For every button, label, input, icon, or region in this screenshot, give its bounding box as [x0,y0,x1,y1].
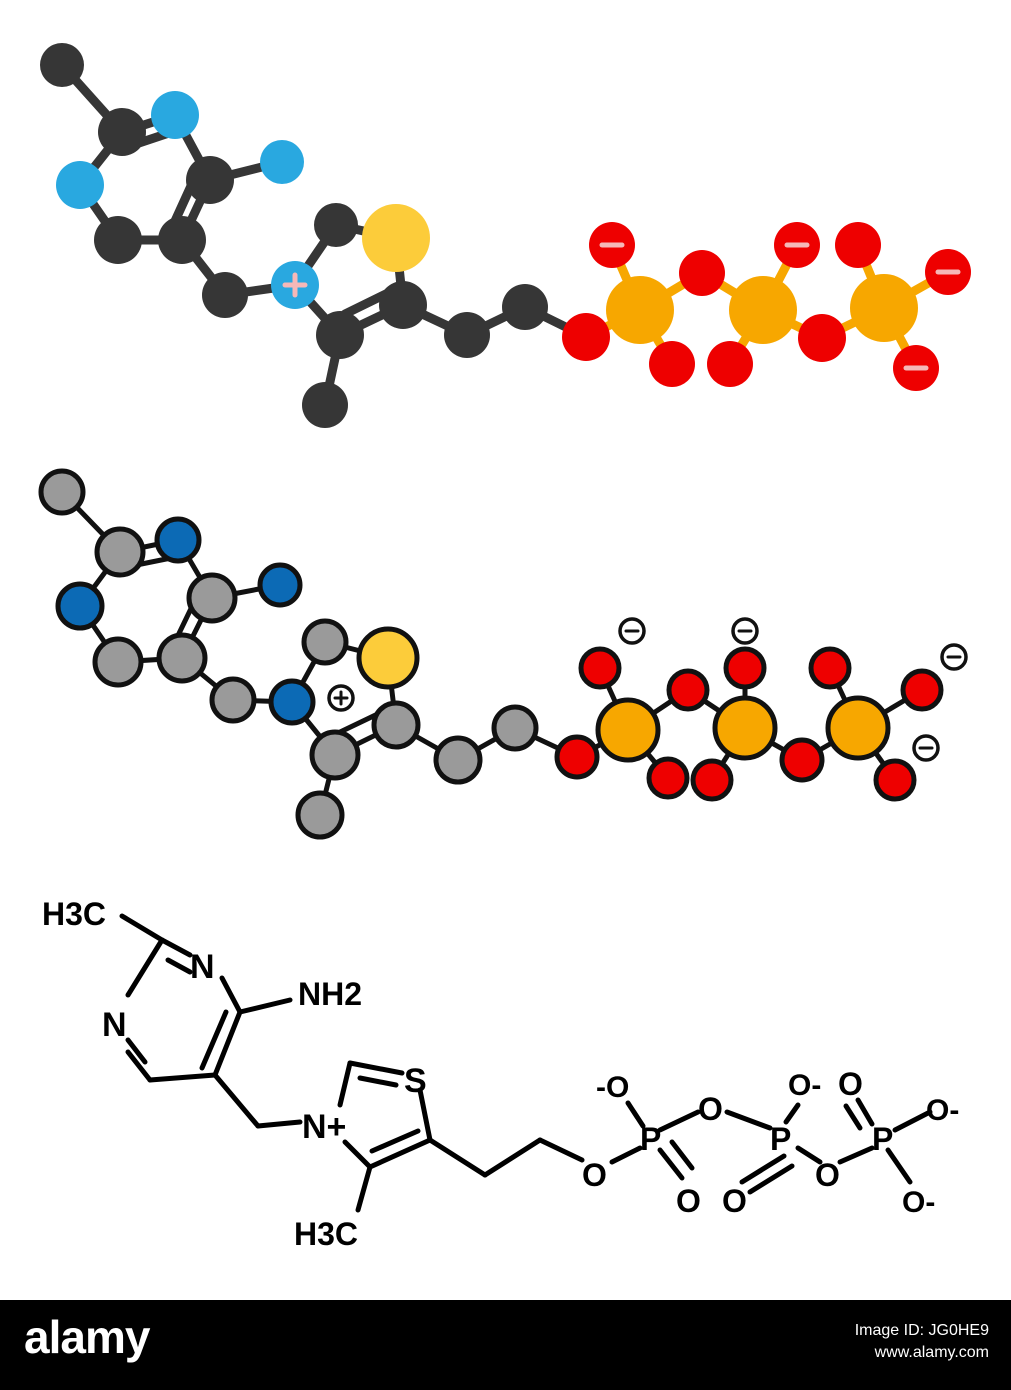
phosphorus-3-label: P [872,1121,893,1157]
phosphate-o-neg-2-label: O- [788,1069,821,1102]
phosphorus-1-label: P [640,1121,661,1157]
skeletal-formula: H3C N NH2 N S N+ H3C -O O O- O O- O P O … [42,896,959,1252]
phosphorus-2-label: P [770,1121,791,1157]
brand-logo: alamy [24,1311,150,1363]
site-url-text: www.alamy.com [874,1344,989,1361]
thiazolium-n-plus-label: N+ [302,1108,346,1146]
phosphate-o-neg-4-label: O- [902,1186,935,1219]
phosphate-o-bridge-1-label: O [698,1091,723,1127]
charge-circles-middle [327,617,968,762]
ester-o-label: O [582,1157,607,1193]
phosphate-o-double-1-label: O [676,1183,701,1219]
ball-stick-model-outlined [38,468,968,840]
phosphate-o-double-3-label: O [838,1066,863,1102]
formula-labels: H3C N NH2 N S N+ H3C -O O O- O O- O P O … [42,896,959,1252]
phosphate-o-bridge-2-label: O [815,1157,840,1193]
pyrimidine-n-top-label: N [190,948,215,986]
formula-bonds [119,913,933,1213]
thiazole-s-label: S [404,1062,427,1100]
phosphate-o-double-2-label: O [722,1183,747,1219]
charge-markers-top [282,242,961,371]
pyrimidine-n-left-label: N [102,1006,127,1044]
h3c-bottom-label: H3C [294,1216,358,1252]
watermark-footer: alamy Image ID: JG0HE9 www.alamy.com [0,1300,1011,1390]
amine-nh2-label: NH2 [298,976,362,1012]
image-id-text: Image ID: JG0HE9 [854,1322,989,1339]
h3c-top-label: H3C [42,896,106,932]
ball-stick-model-dark [40,43,971,428]
molecule-illustration: H3C N NH2 N S N+ H3C -O O O- O O- O P O … [38,43,971,1252]
image-id-block: Image ID: JG0HE9 www.alamy.com [855,1320,989,1364]
charge-signs-middle [333,629,962,750]
phosphate-o-neg-3-label: O- [926,1094,959,1127]
phosphate-o-neg-1-label: -O [596,1071,629,1104]
atoms [40,43,971,428]
atoms-outlined [38,468,944,840]
